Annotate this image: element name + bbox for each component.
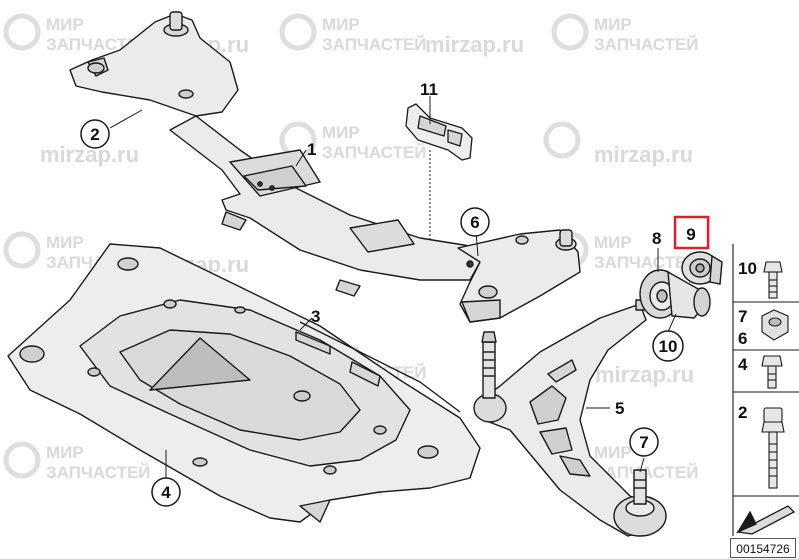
- callout-10-label: 10: [659, 337, 678, 356]
- watermark-logo: МИР ЗАПЧАСТЕЙ: [279, 13, 427, 54]
- callout-7[interactable]: 7: [629, 427, 659, 457]
- part-5-wishbone[interactable]: [473, 299, 667, 537]
- watermark-logo: МИР ЗАПЧАСТЕЙ: [551, 13, 699, 54]
- legend-bolt-2-icon[interactable]: [761, 407, 785, 489]
- watermark-brand-line1: МИР: [322, 123, 360, 142]
- watermark-brand-line1: МИР: [46, 233, 84, 252]
- part-9-bearing-bracket[interactable]: [681, 251, 723, 285]
- callout-3-label[interactable]: 3: [311, 307, 320, 326]
- watermark-brand-line2: ЗАПЧАСТЕЙ: [594, 253, 699, 272]
- part-3-4-reinforcement-plate[interactable]: [7, 243, 481, 523]
- callout-7-label: 7: [639, 433, 648, 452]
- callout-5-label[interactable]: 5: [615, 399, 624, 418]
- watermark-site: mirzap.ru: [595, 362, 694, 387]
- watermark-brand-line1: МИР: [46, 15, 84, 34]
- direction-arrow-icon: [735, 505, 796, 535]
- callout-2[interactable]: 2: [80, 119, 110, 149]
- callout-9-highlight[interactable]: 9: [673, 215, 710, 250]
- watermark-brand-line2: ЗАПЧАСТЕЙ: [594, 35, 699, 54]
- callout-6[interactable]: 6: [460, 207, 490, 237]
- legend-bolt-10-icon[interactable]: [763, 261, 783, 299]
- legend-label-2: 2: [738, 403, 747, 422]
- watermark-logo: МИР ЗАПЧАСТЕЙ: [3, 441, 151, 482]
- legend-bolt-4-icon[interactable]: [761, 355, 783, 389]
- watermark-brand-line1: МИР: [594, 443, 632, 462]
- watermark-site: mirzap.ru: [425, 32, 524, 57]
- callout-8-label[interactable]: 8: [652, 229, 661, 248]
- callout-11-label[interactable]: 11: [420, 80, 438, 99]
- part-1-axle-carrier[interactable]: [69, 11, 581, 323]
- legend-label-6: 6: [738, 329, 747, 348]
- callouts: 2 6 10 7 4 11 1 3 5 8 9: [80, 80, 710, 507]
- leader-lines: [109, 96, 677, 480]
- hardware-legend: 10 7 6 4 2: [732, 244, 799, 536]
- watermark-logo: mirzap.ru: [543, 121, 693, 167]
- legend-label-10: 10: [738, 259, 757, 278]
- watermark-brand-line2: ЗАПЧАСТЕЙ: [322, 143, 427, 162]
- callout-2-label: 2: [90, 125, 99, 144]
- document-number: 00154726: [730, 538, 796, 558]
- callout-10[interactable]: 10: [652, 330, 684, 362]
- legend-label-7: 7: [738, 307, 747, 326]
- callout-4-label: 4: [161, 483, 171, 502]
- part-8-rubber-mount[interactable]: [639, 269, 711, 319]
- watermark-brand-line1: МИР: [594, 15, 632, 34]
- watermark-site: mirzap.ru: [594, 142, 693, 167]
- watermark-brand-line1: МИР: [594, 233, 632, 252]
- callout-9-label: 9: [686, 225, 695, 244]
- legend-nut-7-6-icon[interactable]: [761, 309, 789, 341]
- watermark-brand-line1: МИР: [46, 443, 84, 462]
- callout-4[interactable]: 4: [151, 477, 181, 507]
- part-11-bracket[interactable]: [405, 103, 473, 161]
- watermark-brand-line1: МИР: [322, 15, 360, 34]
- watermark-brand-line2: ЗАПЧАСТЕЙ: [322, 35, 427, 54]
- watermark-brand-line2: ЗАПЧАСТЕЙ: [46, 463, 151, 482]
- callout-6-label: 6: [470, 213, 479, 232]
- legend-label-4: 4: [738, 355, 748, 374]
- callout-1-label[interactable]: 1: [307, 140, 316, 159]
